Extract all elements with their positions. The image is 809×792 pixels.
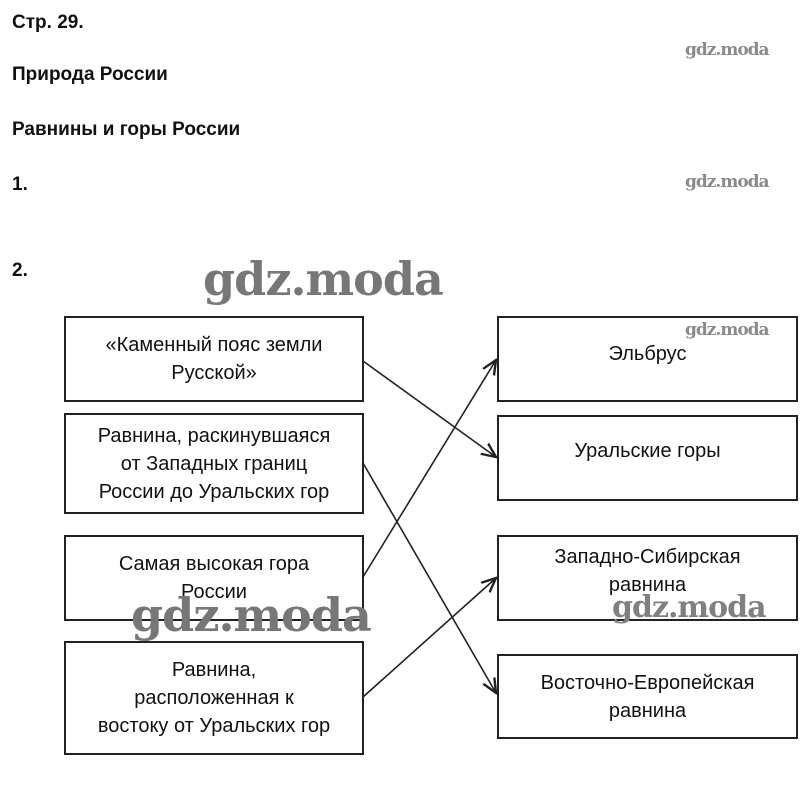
- right-item: Восточно-Европейская равнина: [497, 654, 798, 739]
- left-item: Самая высокая гора России: [64, 535, 364, 621]
- arrow: [362, 462, 496, 693]
- watermark: gdz.moda: [685, 172, 770, 192]
- arrow: [362, 578, 496, 698]
- left-item: «Каменный пояс земли Русской»: [64, 316, 364, 402]
- task-1-label: 1.: [12, 174, 28, 195]
- section-title: Природа России: [12, 64, 168, 85]
- task-2-label: 2.: [12, 260, 28, 281]
- arrow: [362, 360, 496, 457]
- topic-title: Равнины и горы России: [12, 119, 241, 140]
- page-number: Стр. 29.: [12, 12, 84, 33]
- watermark: gdz.moda: [612, 590, 767, 625]
- watermark: gdz.moda: [685, 320, 770, 340]
- watermark: gdz.moda: [685, 40, 770, 60]
- arrow: [362, 360, 496, 578]
- watermark: gdz.moda: [131, 588, 372, 642]
- left-item: Равнина, расположенная к востоку от Урал…: [64, 641, 364, 755]
- left-item: Равнина, раскинувшаяся от Западных грани…: [64, 413, 364, 514]
- watermark: gdz.moda: [203, 252, 444, 306]
- right-item: Эльбрус: [497, 316, 798, 402]
